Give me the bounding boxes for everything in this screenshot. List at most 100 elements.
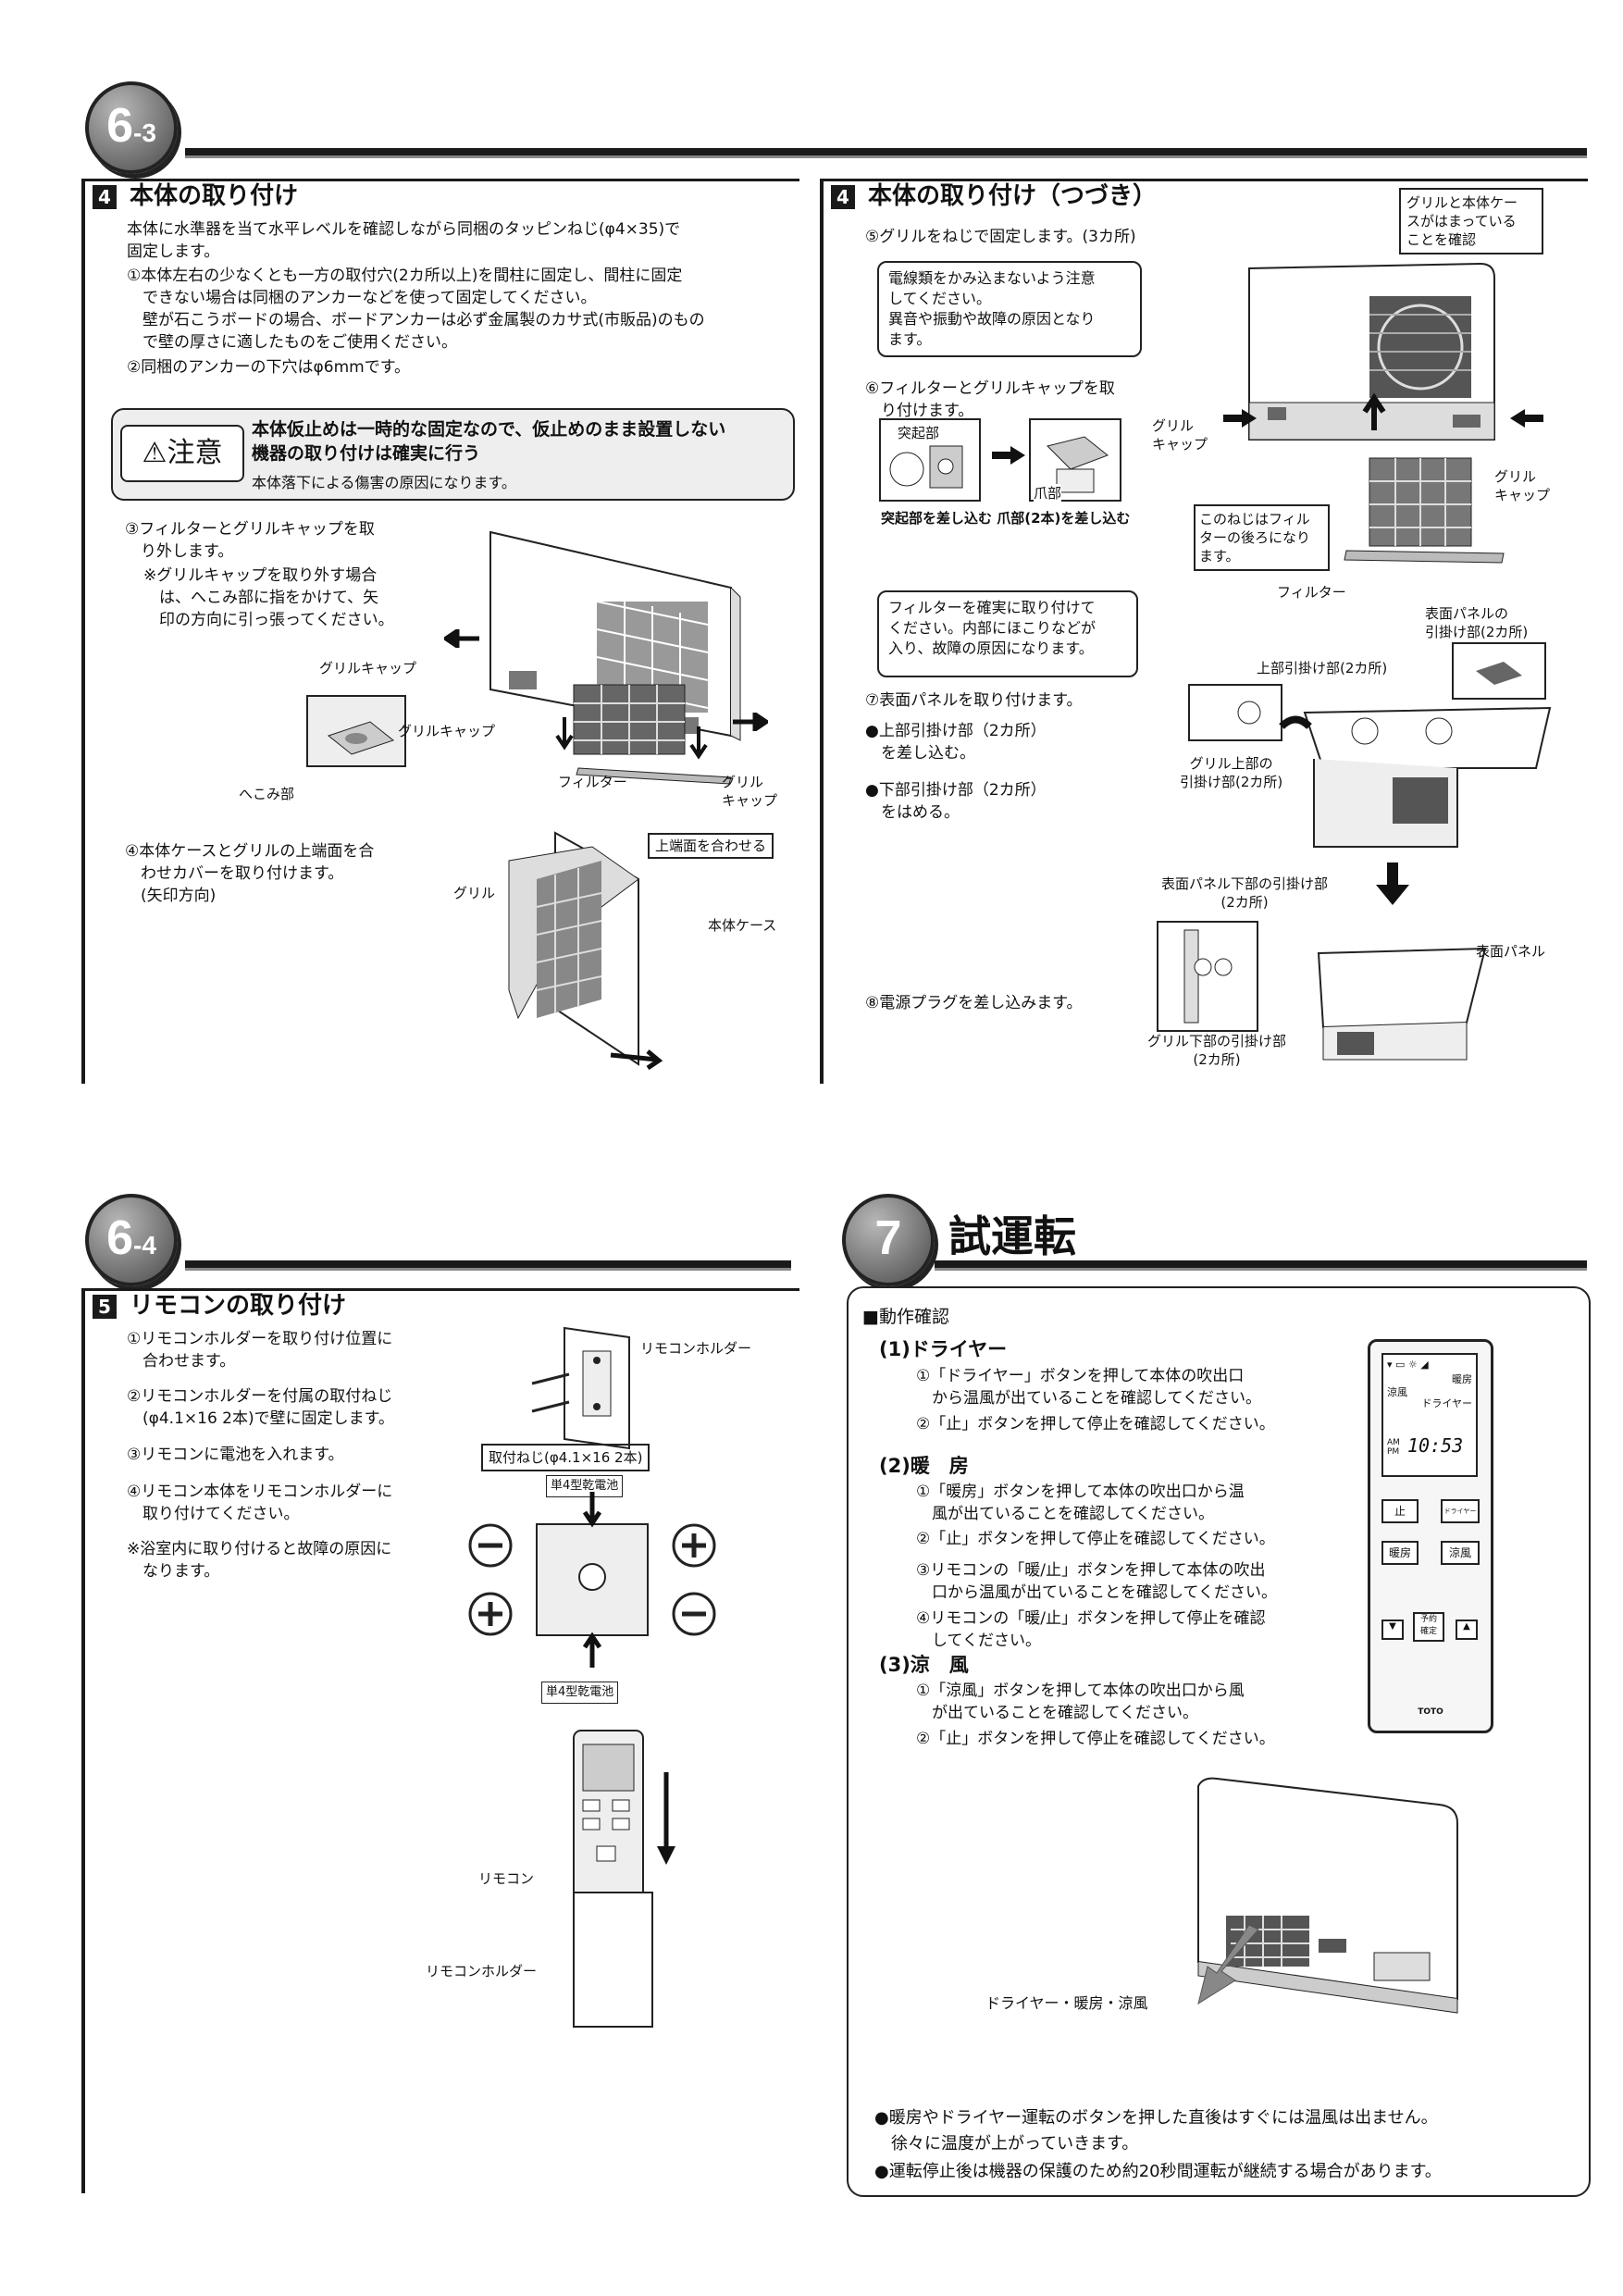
- panel-installed-illustration: [1309, 944, 1494, 1064]
- label-grille: グリル: [453, 885, 496, 901]
- down-arrow-button[interactable]: ▼: [1381, 1620, 1404, 1640]
- airflow-arrow-icon: [1194, 1925, 1268, 2008]
- section-rule: [81, 1288, 799, 1291]
- s4-step4: ④本体ケースとグリルの上端面を合 わせカバーを取り付けます。 (矢印方向): [125, 842, 375, 905]
- label-panel-hook: 表面パネルの 引掛け部(2カ所): [1425, 605, 1529, 640]
- heat-step3: ③リモコンの「暖/止」ボタンを押して本体の吹出 口から温風が出ていることを確認し…: [916, 1561, 1277, 1602]
- grille-cap-closeup-illustration: [305, 694, 407, 768]
- heat-step2: ②「止」ボタンを押して停止を確認してください。: [916, 1530, 1275, 1548]
- note-box-filter: フィルターを確実に取り付けて ください。内部にほこりなどが 入り、故障の原因にな…: [877, 590, 1138, 677]
- check-heading: ■動作確認: [862, 1307, 949, 1327]
- filter-illustration: [1342, 453, 1508, 574]
- arrow-right-icon: [731, 713, 768, 731]
- filter-illustration: [537, 680, 740, 800]
- lcd-heat: 暖房: [1452, 1373, 1472, 1385]
- label-remote: リモコン: [478, 1870, 535, 1887]
- caution-main: 本体仮止めは一時的な固定なので、仮止めのまま設置しない 機器の取り付けは確実に行…: [252, 419, 726, 464]
- remote-control-illustration: ▾ ▭ ☼ ◢ 暖房 涼風 ドライヤー AM PM 10:53 止 ドライヤー …: [1368, 1339, 1493, 1733]
- label-grille-cap-3: グリル キャップ: [722, 774, 778, 809]
- label-check: グリルと本体ケー スがはまっている ことを確認: [1399, 188, 1543, 254]
- remote-heat-button[interactable]: 暖房: [1381, 1541, 1419, 1565]
- column-rule-bottom-left: [81, 1291, 85, 2193]
- label-grille-cap-left: グリル キャップ: [1152, 417, 1208, 453]
- dryer-step1: ①「ドライヤー」ボタンを押して本体の吹出口 から温風が出ていることを確認してくだ…: [916, 1367, 1261, 1408]
- caution-box: ⚠注意 本体仮止めは一時的な固定なので、仮止めのまま設置しない 機器の取り付けは…: [111, 408, 795, 501]
- s4-step2: ②同梱のアンカーの下穴はφ6mmです。: [127, 358, 411, 377]
- section-badge-7: 7: [842, 1194, 935, 1286]
- label-insert: 突起部を差し込む 爪部(2本)を差し込む: [881, 510, 1131, 527]
- remote-cool-button[interactable]: 涼風: [1441, 1541, 1480, 1565]
- label-holder-2: リモコンホルダー: [426, 1963, 538, 1980]
- s4b-step6: ⑥フィルターとグリルキャップを取 り付けます。: [865, 379, 1115, 420]
- label-panel: 表面パネル: [1476, 943, 1546, 960]
- s5-step1: ①リモコンホルダーを取り付け位置に 合わせます。: [127, 1330, 393, 1371]
- dryer-step2: ②「止」ボタンを押して停止を確認してください。: [916, 1415, 1275, 1433]
- label-protrusion: 突起部: [898, 424, 940, 442]
- panel-attach-illustration: [1184, 639, 1573, 861]
- section-rule: [820, 179, 1588, 181]
- battery-illustration: [467, 1492, 717, 1677]
- unit-grille-illustration: [1231, 241, 1508, 463]
- s4b-step7-a: ●上部引掛け部（2カ所） を差し込む。: [865, 722, 1047, 763]
- caution-sub: 本体落下による傷害の原因になります。: [252, 474, 516, 491]
- arrow-right-icon: [1221, 407, 1258, 429]
- s4b-step8: ⑧電源プラグを差し込みます。: [865, 994, 1083, 1012]
- s4-intro: 本体に水準器を当て水平レベルを確認しながら同梱のタッピンねじ(φ4×35)で 固…: [127, 220, 681, 261]
- cool-step2: ②「止」ボタンを押して停止を確認してください。: [916, 1730, 1275, 1748]
- label-grille-top-hook: グリル上部の 引掛け部(2カ所): [1180, 755, 1283, 790]
- section-rule: [81, 179, 799, 181]
- s4-step3: ③フィルターとグリルキャップを取 り外します。: [125, 520, 375, 561]
- note-box-wires: 電線類をかみ込まないよう注意 してください。 異音や振動や故障の原因となり ます…: [877, 261, 1142, 357]
- remote-insert-illustration: [555, 1726, 685, 2031]
- arrow-left-icon: [444, 629, 481, 648]
- label-filter-right: フィルター: [1277, 584, 1346, 601]
- label-battery-1: 単4型乾電池: [546, 1475, 624, 1497]
- label-grille-bottom-hook: グリル下部の引掛け部 (2カ所): [1147, 1033, 1287, 1068]
- signal-icon: ▾ ▭ ☼ ◢: [1387, 1359, 1429, 1371]
- caution-label: ⚠注意: [120, 425, 244, 482]
- remote-stop-button[interactable]: 止: [1381, 1499, 1419, 1523]
- column-rule-right: [820, 181, 824, 1084]
- label-case: 本体ケース: [708, 917, 777, 934]
- heat-step4: ④リモコンの「暖/止」ボタンを押して停止を確認 してください。: [916, 1609, 1266, 1650]
- label-grille-cap-right: グリル キャップ: [1494, 468, 1551, 503]
- protrusion-illustration: [879, 418, 981, 502]
- s5-note: ※浴室内に取り付けると故障の原因に なります。: [127, 1540, 392, 1581]
- heat-step1: ①「暖房」ボタンを押して本体の吹出口から温 風が出ていることを確認してください。: [916, 1483, 1245, 1523]
- remote-brand: TOTO: [1418, 1707, 1443, 1717]
- section-badge-6-3: 6-3: [85, 81, 178, 174]
- label-battery-2: 単4型乾電池: [541, 1682, 619, 1704]
- label-panel-bottom-hook: 表面パネル下部の引掛け部 (2カ所): [1161, 875, 1329, 911]
- section-badge-6-4: 6-4: [85, 1194, 178, 1286]
- lcd-time: 10:53: [1407, 1434, 1464, 1457]
- lcd-cool: 涼風: [1387, 1386, 1407, 1398]
- note-protection: ●運転停止後は機器の保護のため約20秒間運転が継続する場合があります。: [874, 2162, 1442, 2181]
- s4b-step7-b: ●下部引掛け部（2カ所） をはめる。: [865, 781, 1047, 822]
- label-filter: フィルター: [558, 774, 627, 790]
- cover-attach-illustration: [500, 824, 685, 1083]
- section-title-7: 試運転: [948, 1211, 1076, 1261]
- label-holder-1: リモコンホルダー: [640, 1340, 752, 1357]
- remote-timer-button[interactable]: 予約 確定: [1413, 1612, 1444, 1642]
- lcd-dryer: ドライヤー: [1421, 1397, 1472, 1409]
- header-rule-bottom-right: [935, 1260, 1587, 1271]
- remote-dryer-button[interactable]: ドライヤー: [1441, 1499, 1480, 1523]
- up-arrow-button[interactable]: ▲: [1456, 1620, 1478, 1640]
- bottom-hook-illustration: [1157, 921, 1258, 1032]
- s5-step4: ④リモコン本体をリモコンホルダーに 取り付けてください。: [127, 1483, 393, 1523]
- label-top-align: 上端面を合わせる: [648, 833, 774, 859]
- arrow-left-icon: [1508, 407, 1545, 429]
- arrow-down-icon: [1374, 861, 1411, 907]
- dryer-heading: (1)ドライヤー: [879, 1338, 1008, 1360]
- s5-step3: ③リモコンに電池を入れます。: [127, 1446, 344, 1464]
- label-grille-cap-1: グリルキャップ: [319, 660, 417, 676]
- remote-lcd: ▾ ▭ ☼ ◢ 暖房 涼風 ドライヤー AM PM 10:53: [1381, 1353, 1478, 1477]
- s4-step3-note: ※グリルキャップを取り外す場合 は、へこみ部に指をかけて、矢 印の方向に引っ張っ…: [143, 566, 394, 629]
- header-rule-top: [185, 148, 1587, 158]
- lcd-ampm: AM PM: [1387, 1438, 1400, 1457]
- arrow-right-icon: [990, 444, 1027, 466]
- unit-airflow-illustration: [1189, 1777, 1467, 2017]
- s4b-step7: ⑦表面パネルを取り付けます。: [865, 691, 1083, 710]
